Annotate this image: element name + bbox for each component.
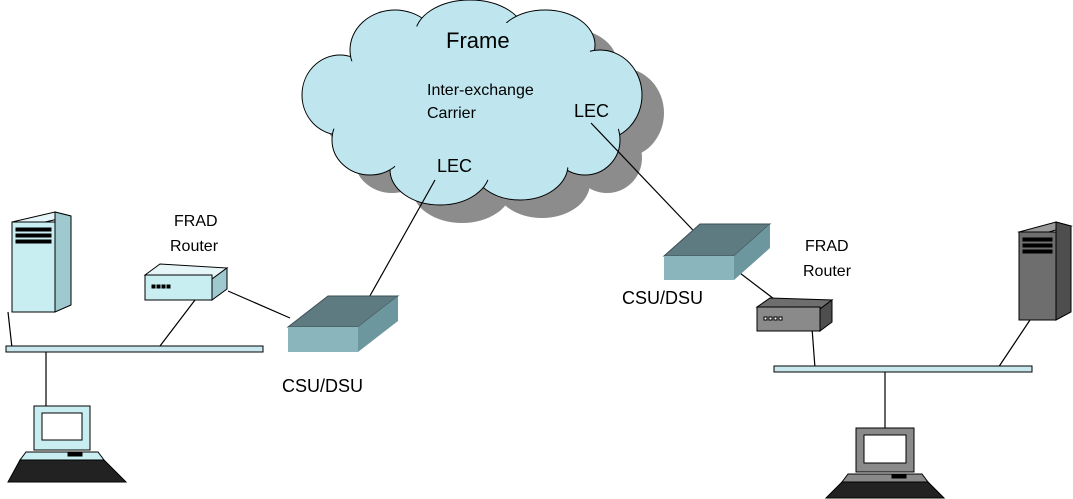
lec-right-label: LEC xyxy=(574,101,609,121)
right-csu-dsu-label: CSU/DSU xyxy=(622,288,703,308)
right-frad-label-line2: Router xyxy=(803,263,852,280)
link-right-server-to-bus xyxy=(997,319,1031,369)
left-site: FRAD Router CSU/DSU xyxy=(5,211,400,483)
frame-relay-cloud: Frame Inter-exchange Carrier LEC LEC xyxy=(301,0,664,223)
left-lan-bus xyxy=(5,345,264,353)
right-lan-bus xyxy=(773,365,1033,373)
right-frad-label-line1: FRAD xyxy=(805,238,849,255)
link-left-frad-to-csu xyxy=(227,290,291,319)
link-left-frad-to-bus xyxy=(159,299,196,347)
left-server-icon xyxy=(11,211,72,313)
left-csu-dsu-icon xyxy=(286,295,400,352)
left-frad-label-line1: FRAD xyxy=(174,213,218,230)
left-frad-router-icon xyxy=(143,263,229,301)
link-left-server-to-bus xyxy=(7,311,13,349)
left-frad-label-line2: Router xyxy=(170,238,219,255)
carrier-label-line1: Inter-exchange xyxy=(427,82,534,99)
right-frad-router-icon xyxy=(755,297,834,332)
link-right-lec-to-csu xyxy=(590,122,711,249)
right-csu-dsu-icon xyxy=(662,223,772,280)
link-left-lec-to-csu xyxy=(361,179,436,311)
left-csu-dsu-label: CSU/DSU xyxy=(282,376,363,396)
left-pc-icon xyxy=(7,405,128,483)
lec-left-label: LEC xyxy=(437,156,472,176)
cloud-title: Frame xyxy=(446,28,510,53)
connection-lines xyxy=(7,122,1031,428)
right-server-icon xyxy=(1017,221,1073,321)
carrier-label-line2: Carrier xyxy=(427,105,477,122)
link-right-frad-to-bus xyxy=(811,327,816,369)
right-pc-icon xyxy=(824,427,946,499)
right-site: CSU/DSU FRAD Router xyxy=(622,221,1073,499)
link-right-csu-to-frad xyxy=(735,269,779,303)
